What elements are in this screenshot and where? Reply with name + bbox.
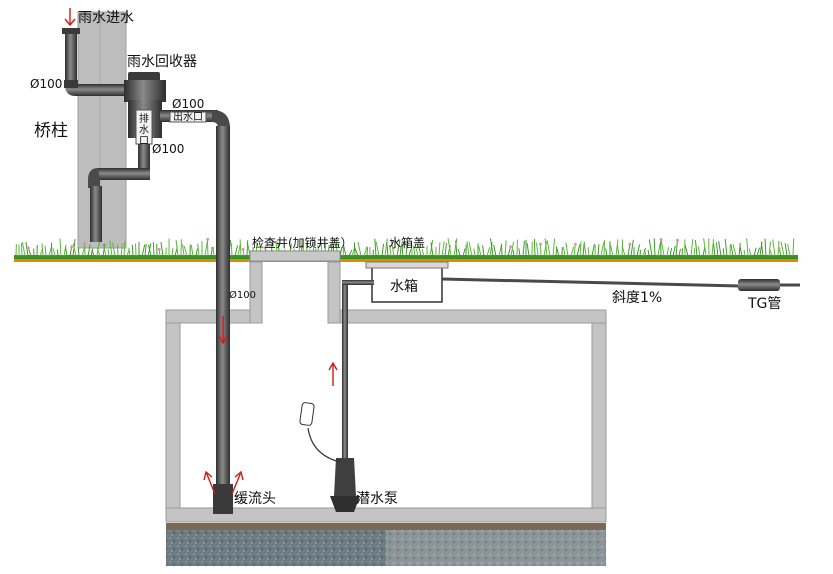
- underground-tank: [165, 261, 607, 523]
- slope-label: 斜度1%: [612, 290, 662, 306]
- pump-label: 潜水泵: [356, 491, 398, 507]
- drain-pipe: [88, 144, 150, 242]
- submersible-pump: [330, 458, 360, 512]
- rain-inlet-label: 雨水进水: [78, 10, 134, 26]
- flow-arrows: [64, 8, 338, 495]
- inspection-well-label: 检查井(加锁井盖）: [252, 235, 353, 250]
- diffuser-label: 缓流头: [234, 491, 276, 507]
- drain-diameter-label: Ø100: [152, 142, 184, 156]
- tg-pipe: [441, 277, 800, 291]
- pump-pipe: [342, 280, 374, 490]
- inspection-well-lid: [249, 250, 341, 262]
- water-tank: [365, 261, 449, 303]
- foundation: [166, 523, 606, 566]
- inlet-diameter-label: Ø100: [30, 77, 62, 91]
- ground-grass: [14, 237, 798, 262]
- pier-label: 桥柱: [34, 121, 68, 141]
- outlet-port-label: 出水口: [173, 110, 203, 123]
- tank-cover-label: 水箱盖: [389, 235, 425, 250]
- rainwater-collector: [124, 72, 166, 145]
- water-tank-label: 水箱: [390, 279, 418, 295]
- down-pipe-diameter-label: Ø100: [229, 289, 256, 301]
- outlet-diameter-label: Ø100: [172, 97, 204, 111]
- float-switch: [299, 402, 341, 463]
- inlet-pipe: [62, 28, 130, 96]
- drain-port-label: 排水口: [139, 112, 149, 147]
- tg-pipe-label: TG管: [747, 296, 781, 312]
- collector-label: 雨水回收器: [127, 54, 197, 70]
